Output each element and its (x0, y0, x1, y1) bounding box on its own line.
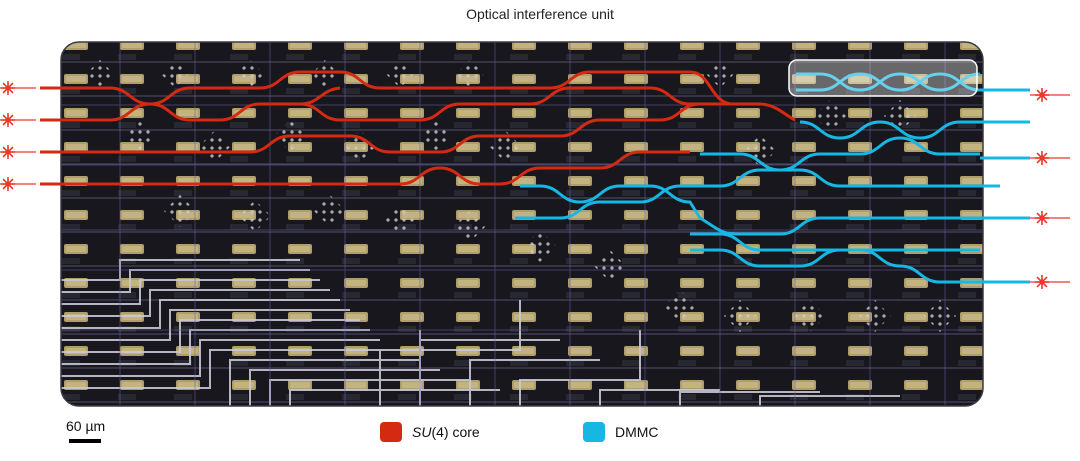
su4-waveguide (299, 86, 341, 106)
legend-swatch-dmmc (583, 422, 605, 442)
output-light-icon (1030, 88, 1070, 102)
input-light-icon (0, 145, 36, 159)
input-light-icon (0, 113, 36, 127)
figure-title: Optical interference unit (466, 6, 614, 22)
dmmc-waveguide (796, 72, 1030, 92)
dmmc-waveguide (515, 168, 980, 220)
input-light-icon (0, 81, 36, 95)
dmmc-waveguide (700, 136, 980, 172)
legend-item-su4: SU(4) core (380, 422, 480, 442)
su4-waveguide (689, 70, 731, 106)
dmmc-waveguides (515, 72, 1030, 284)
output-light-icon (1030, 211, 1070, 225)
legend-swatch-su4 (380, 422, 402, 442)
su4-waveguides (40, 70, 796, 186)
highlight-box (788, 59, 978, 97)
output-light-icon (1030, 275, 1070, 289)
dmmc-waveguide (520, 184, 980, 236)
scale-bar-label: 60 µm (66, 418, 106, 434)
su4-waveguide (40, 102, 701, 154)
dmmc-waveguide (690, 232, 980, 252)
legend-item-dmmc: DMMC (583, 422, 659, 442)
su4-waveguide (40, 150, 690, 186)
output-light-icon (1030, 151, 1070, 165)
scale-bar (69, 439, 101, 443)
input-light-icon (0, 177, 36, 191)
dmmc-waveguide (796, 72, 981, 92)
su4-waveguide (40, 86, 796, 122)
dmmc-waveguide (799, 120, 1030, 140)
